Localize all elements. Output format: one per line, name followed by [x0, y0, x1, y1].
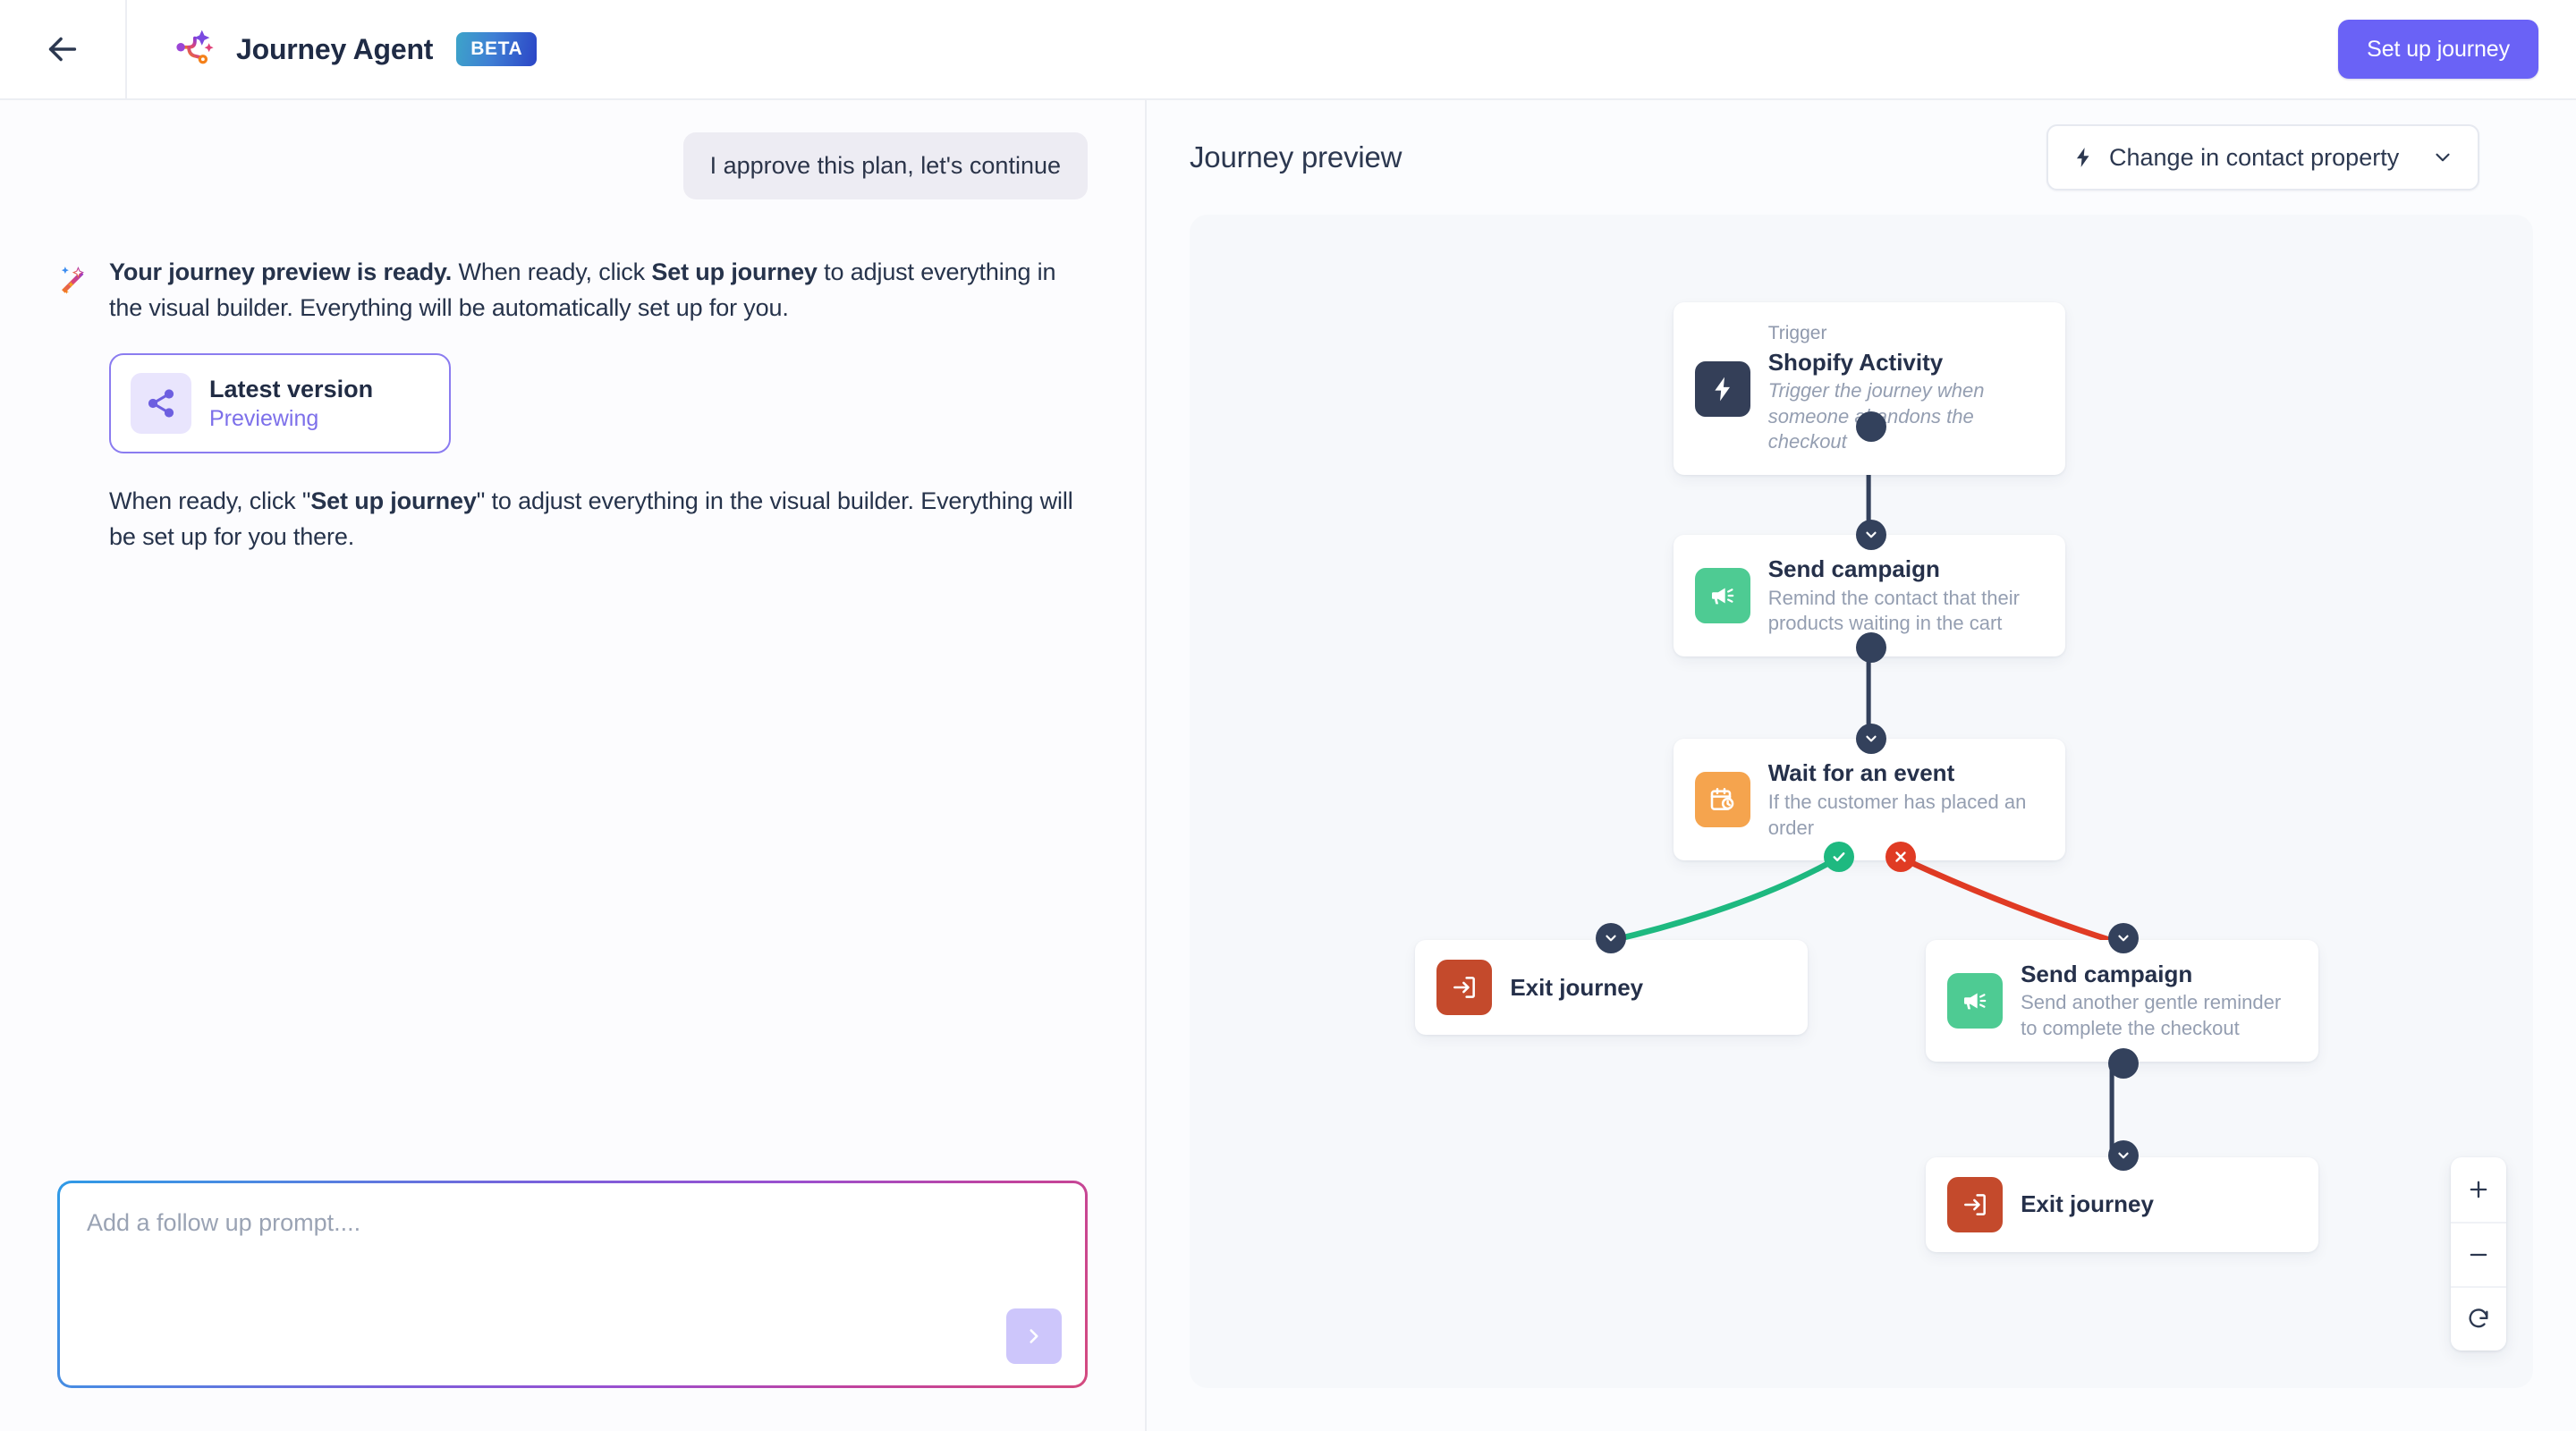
back-button[interactable] — [0, 0, 127, 98]
lightning-bolt-icon — [1715, 377, 1730, 401]
preview-title: Journey preview — [1190, 140, 1402, 174]
node-icon-box — [1947, 972, 2004, 1029]
node-icon-box — [1694, 772, 1750, 828]
version-status: Previewing — [209, 405, 319, 431]
chat-messages: I approve this plan, let's continue — [0, 100, 1145, 1181]
minus-icon — [2470, 1253, 2487, 1257]
node-title: Send campaign — [2021, 960, 2193, 987]
close-icon — [1895, 851, 1906, 862]
node-title: Wait for an event — [1767, 759, 1955, 787]
node-description: If the customer has placed an order — [1767, 790, 2027, 839]
arrow-left-icon — [48, 37, 77, 62]
node-texts: Wait for an event If the customer has pl… — [1768, 758, 2045, 841]
port-in-wait-for-event[interactable] — [1855, 724, 1886, 755]
node-description: Trigger the journey when someone abandon… — [1767, 379, 1985, 453]
chevron-down-icon — [2118, 936, 2129, 942]
composer-inner — [60, 1183, 1085, 1385]
chevron-down-icon — [1866, 736, 1877, 742]
version-icon-box — [131, 373, 191, 434]
reset-view-button[interactable] — [2451, 1286, 2506, 1351]
agent-message-2: When ready, click "Set up journey" to ad… — [109, 487, 1073, 550]
megaphone-icon — [1711, 588, 1734, 605]
zoom-in-button[interactable] — [2451, 1157, 2506, 1222]
chevron-down-icon — [2436, 153, 2450, 162]
zoom-controls — [2451, 1157, 2506, 1351]
agent-message-row: Your journey preview is ready. When read… — [57, 255, 1088, 555]
node-icon-box — [1947, 1176, 2004, 1232]
flow-node-exit-journey-1[interactable]: Exit journey — [1415, 939, 1808, 1035]
send-prompt-button[interactable] — [1006, 1308, 1062, 1364]
magic-wand-icon — [61, 267, 85, 294]
zoom-out-button[interactable] — [2451, 1222, 2506, 1286]
journey-agent-logo-icon — [176, 30, 214, 64]
node-texts: Send campaign Remind the contact that th… — [1768, 555, 2045, 637]
agent-message-body: Your journey preview is ready. When read… — [109, 255, 1088, 555]
port-in-send-campaign-1[interactable] — [1855, 520, 1886, 551]
flow-layer: Trigger Shopify Activity Trigger the jou… — [1190, 215, 2533, 1388]
status-badge: BETA — [456, 32, 538, 66]
latest-version-card[interactable]: Latest version Previewing — [109, 353, 451, 453]
main-body: I approve this plan, let's continue — [0, 100, 2576, 1431]
port-out-send-campaign-1[interactable] — [1855, 632, 1886, 664]
journey-preview-panel: Journey preview Change in contact proper… — [1147, 100, 2576, 1431]
user-message-row: I approve this plan, let's continue — [57, 132, 1088, 200]
node-kicker: Trigger — [1767, 323, 1827, 344]
exit-icon — [1964, 1193, 1987, 1215]
node-title: Exit journey — [1510, 973, 1644, 1001]
calendar-clock-icon — [1710, 788, 1734, 811]
chevron-right-icon — [1030, 1329, 1038, 1343]
chat-panel: I approve this plan, let's continue — [0, 100, 1147, 1431]
node-title: Shopify Activity — [1767, 348, 1944, 376]
chevron-down-icon — [2118, 1152, 2129, 1159]
lightning-bolt-icon — [2076, 148, 2089, 167]
check-icon — [1833, 851, 1845, 861]
megaphone-icon — [1964, 993, 1987, 1009]
port-out-trigger[interactable] — [1855, 411, 1886, 443]
port-in-exit-journey-1[interactable] — [1595, 923, 1626, 954]
port-branch-no[interactable] — [1885, 841, 1917, 872]
node-description: Remind the contact that their products w… — [1767, 586, 2020, 635]
flow-node-exit-journey-2[interactable]: Exit journey — [1926, 1156, 2318, 1252]
followup-prompt-input[interactable] — [87, 1207, 1058, 1362]
composer-wrap — [0, 1181, 1145, 1431]
chevron-down-icon — [1605, 936, 1616, 942]
node-icon-box — [1694, 360, 1750, 417]
chevron-down-icon — [1866, 531, 1877, 538]
journey-canvas[interactable]: Trigger Shopify Activity Trigger the jou… — [1190, 215, 2533, 1388]
flow-node-send-campaign-2[interactable]: Send campaign Send another gentle remind… — [1926, 939, 2318, 1062]
node-title: Send campaign — [1767, 555, 1940, 583]
plus-icon — [2470, 1181, 2487, 1198]
flow-node-wait-for-event[interactable]: Wait for an event If the customer has pl… — [1673, 739, 2066, 861]
share-nodes-icon — [148, 389, 174, 418]
trigger-type-select[interactable]: Change in contact property — [2046, 124, 2479, 191]
refresh-icon — [2469, 1308, 2488, 1328]
node-title: Exit journey — [2021, 1190, 2154, 1218]
node-texts: Exit journey — [1510, 973, 1643, 1003]
port-out-send-campaign-2[interactable] — [2108, 1047, 2140, 1079]
brand: Journey Agent BETA — [127, 0, 2338, 98]
node-icon-box — [1436, 959, 1493, 1015]
node-texts: Send campaign Send another gentle remind… — [2021, 960, 2297, 1042]
setup-journey-button[interactable]: Set up journey — [2338, 20, 2538, 79]
node-texts: Exit journey — [2021, 1190, 2154, 1219]
agent-message-1: Your journey preview is ready. When read… — [109, 258, 1056, 322]
version-title: Latest version — [209, 375, 374, 402]
preview-header: Journey preview Change in contact proper… — [1147, 100, 2576, 215]
canvas-outer: Trigger Shopify Activity Trigger the jou… — [1147, 215, 2576, 1431]
header-actions: Set up journey — [2338, 0, 2576, 98]
node-icon-box — [1694, 568, 1750, 624]
node-description: Send another gentle reminder to complete… — [2021, 991, 2282, 1039]
exit-icon — [1453, 976, 1476, 998]
node-texts: Trigger Shopify Activity Trigger the jou… — [1768, 322, 2045, 455]
user-message-bubble: I approve this plan, let's continue — [682, 132, 1088, 200]
app-header: Journey Agent BETA Set up journey — [0, 0, 2576, 100]
flow-node-trigger[interactable]: Trigger Shopify Activity Trigger the jou… — [1673, 302, 2066, 475]
page-title: Journey Agent — [236, 32, 434, 65]
version-texts: Latest version Previewing — [209, 376, 373, 432]
port-branch-yes[interactable] — [1823, 841, 1854, 872]
trigger-select-value: Change in contact property — [2109, 143, 2400, 171]
prompt-composer — [57, 1181, 1088, 1388]
